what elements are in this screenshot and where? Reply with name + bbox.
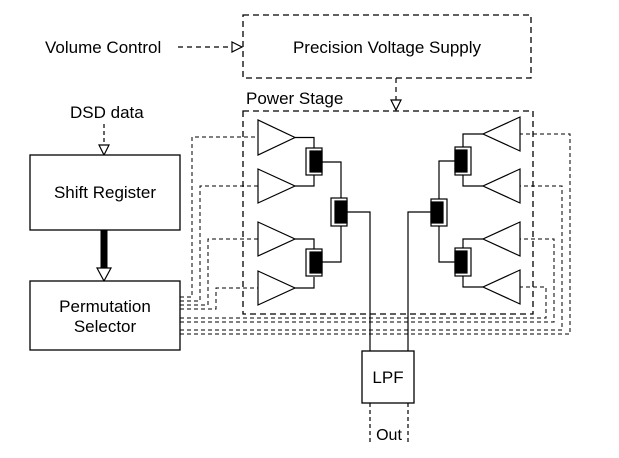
combiner-right-upper-inner <box>454 149 468 173</box>
amplifier-right-1 <box>481 116 521 152</box>
control-line-left-3 <box>180 238 258 306</box>
combiner-right-lower-inner <box>454 250 468 274</box>
wire-left-to-lpf <box>347 211 371 351</box>
control-line-right-4 <box>180 286 547 319</box>
wire-right-bottom-pair <box>438 226 457 263</box>
permutation-selector-box <box>29 280 181 351</box>
wire-left-top-pair <box>322 161 342 198</box>
precision-voltage-supply-box <box>242 14 532 79</box>
wire-left-amp3 <box>295 238 315 249</box>
lpf-label: LPF <box>372 368 403 387</box>
amplifier-left-4 <box>257 270 297 306</box>
control-line-left-1 <box>180 136 258 298</box>
control-line-right-1 <box>180 133 571 335</box>
wire-right-amp1 <box>462 133 483 147</box>
amplifier-right-3 <box>481 221 521 257</box>
combiner-right-middle-inner <box>430 201 444 224</box>
precision-voltage-supply-label: Precision Voltage Supply <box>293 38 482 57</box>
wire-left-amp2 <box>295 175 315 187</box>
control-line-right-2 <box>180 185 563 331</box>
amplifier-right-4 <box>481 269 521 305</box>
out-label: Out <box>376 427 402 444</box>
wire-right-to-lpf <box>407 211 433 351</box>
shift-register-label: Shift Register <box>54 183 156 202</box>
wire-right-amp3 <box>462 238 483 248</box>
control-lines <box>180 133 571 335</box>
wire-right-amp2 <box>462 175 483 187</box>
power-stage-label: Power Stage <box>246 89 343 108</box>
left-amplifiers <box>257 119 297 306</box>
volume-control-label: Volume Control <box>45 38 161 57</box>
permutation-selector-label-line1: Permutation <box>59 297 151 316</box>
combiner-left-lower-inner <box>309 251 323 274</box>
signal-wiring <box>295 133 483 351</box>
control-line-right-3 <box>180 238 555 323</box>
right-amplifiers <box>481 116 521 305</box>
combiner-left-upper-inner <box>309 150 323 173</box>
wire-right-top-pair <box>438 160 457 199</box>
shift-to-permutation-arrowhead <box>95 267 113 283</box>
wire-left-amp1 <box>295 136 315 148</box>
amplifier-left-1 <box>257 119 297 156</box>
control-line-left-4 <box>180 287 258 310</box>
lpf-box <box>361 350 415 404</box>
combiner-left-middle-inner <box>334 200 348 224</box>
combiner-components <box>305 146 472 277</box>
wire-left-amp4 <box>295 277 315 289</box>
amplifier-right-2 <box>481 168 521 204</box>
power-stage-box <box>242 110 534 315</box>
amplifier-left-3 <box>257 221 297 257</box>
shift-register-box <box>29 154 181 231</box>
dsd-data-label: DSD data <box>70 103 144 122</box>
control-line-left-2 <box>180 185 258 302</box>
wire-left-bottom-pair <box>322 226 342 263</box>
amplifier-left-2 <box>257 168 297 204</box>
wire-right-amp4 <box>462 276 483 288</box>
permutation-selector-label-line2: Selector <box>74 317 137 336</box>
